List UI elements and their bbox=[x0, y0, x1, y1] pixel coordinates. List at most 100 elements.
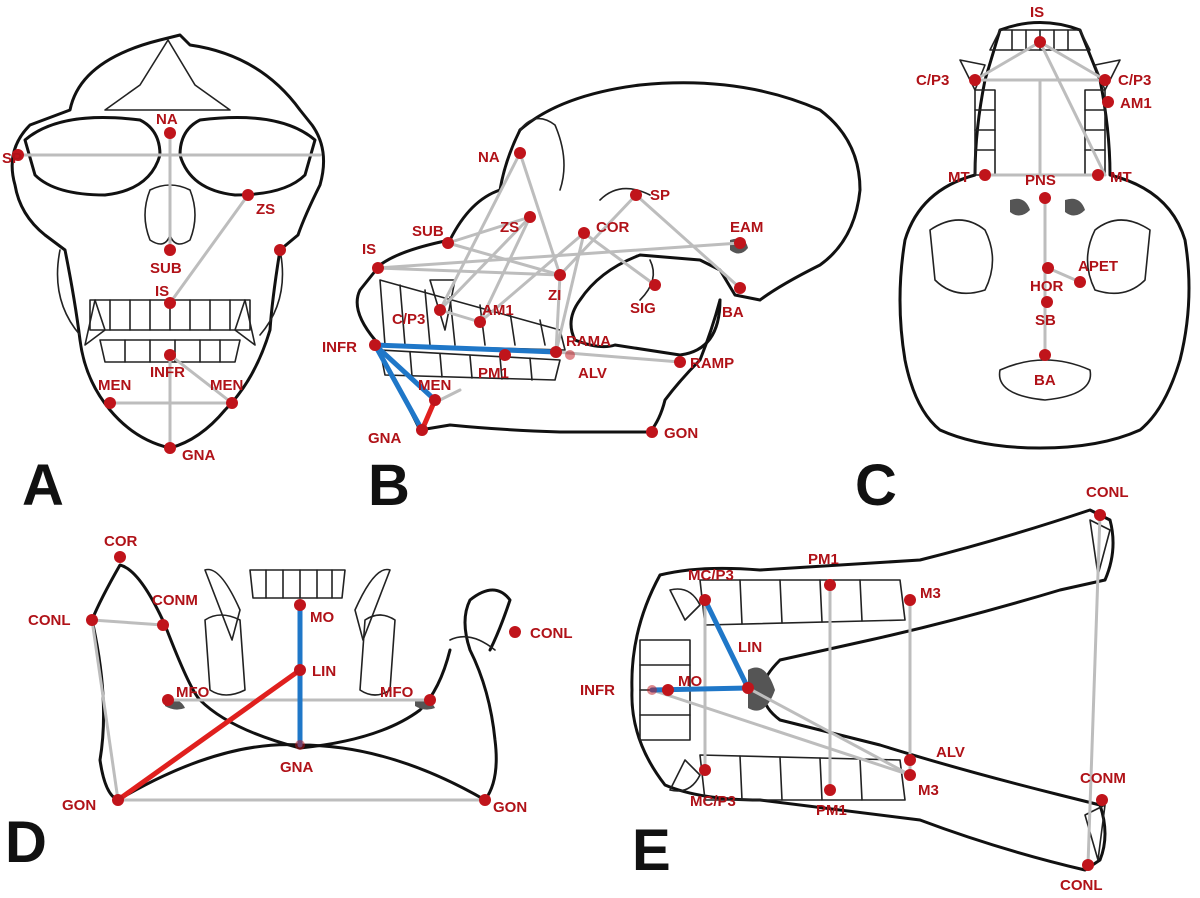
label-ba: BA bbox=[722, 304, 744, 321]
panel-label-c: C bbox=[855, 453, 897, 518]
landmark-sub bbox=[442, 237, 454, 249]
label-infr: INFR bbox=[580, 682, 615, 699]
label-conl-top: CONL bbox=[1086, 484, 1129, 501]
landmark-zs bbox=[242, 189, 254, 201]
landmark-is bbox=[164, 297, 176, 309]
label-alv: ALV bbox=[936, 744, 965, 761]
landmark-na bbox=[514, 147, 526, 159]
landmark-c-p3-right bbox=[1099, 74, 1111, 86]
landmark-rama bbox=[550, 346, 562, 358]
label-conm: CONM bbox=[152, 592, 198, 609]
landmark-mfo-right bbox=[424, 694, 436, 706]
landmark-cor bbox=[578, 227, 590, 239]
label-m3-bottom: M3 bbox=[918, 782, 939, 799]
landmark-gon bbox=[646, 426, 658, 438]
label-mo: MO bbox=[678, 673, 702, 690]
labels-d: COR CONM CONL MO CONL LIN MFO MFO GNA GO… bbox=[28, 533, 573, 816]
panel-c-skull-basal: IS C/P3 C/P3 AM1 MT PNS MT APET HOR SB B… bbox=[855, 4, 1191, 518]
label-men-left: MEN bbox=[98, 377, 131, 394]
label-am1: AM1 bbox=[1120, 95, 1152, 112]
label-hor: HOR bbox=[1030, 278, 1064, 295]
label-mt-right: MT bbox=[1110, 169, 1132, 186]
label-mfo-right: MFO bbox=[380, 684, 414, 701]
panel-b-skull-lateral: NA SP SUB ZS COR EAM IS ZI SIG BA AM1 C/… bbox=[322, 81, 862, 518]
label-infr: INFR bbox=[322, 339, 357, 356]
label-ba: BA bbox=[1034, 372, 1056, 389]
label-sp: SP bbox=[650, 187, 670, 204]
label-sub: SUB bbox=[150, 260, 182, 277]
landmark-conl-right bbox=[509, 626, 521, 638]
label-na: NA bbox=[156, 111, 178, 128]
landmark-alv bbox=[904, 754, 916, 766]
landmark-gna bbox=[416, 424, 428, 436]
label-gon-right: GON bbox=[493, 799, 527, 816]
label-mc-p3-bottom: MC/P3 bbox=[690, 793, 736, 810]
label-pns: PNS bbox=[1025, 172, 1056, 189]
label-pm1-top: PM1 bbox=[808, 551, 839, 568]
landmarks-c bbox=[969, 36, 1114, 361]
labels-e: CONL PM1 MC/P3 M3 LIN INFR MO ALV CONM M… bbox=[580, 484, 1129, 894]
landmark-conl-bottom bbox=[1082, 859, 1094, 871]
labels-c: IS C/P3 C/P3 AM1 MT PNS MT APET HOR SB B… bbox=[916, 4, 1152, 389]
landmark-gna bbox=[295, 740, 305, 750]
landmark-gna bbox=[164, 442, 176, 454]
landmarks-a bbox=[12, 127, 286, 454]
landmark-zs-lateral bbox=[274, 244, 286, 256]
landmark-pm1-bottom bbox=[824, 784, 836, 796]
landmark-lin bbox=[294, 664, 306, 676]
landmark-mc-p3-top bbox=[699, 594, 711, 606]
landmark-conl-left bbox=[86, 614, 98, 626]
label-is: IS bbox=[1030, 4, 1044, 21]
landmark-sp bbox=[12, 149, 24, 161]
landmark-alv bbox=[565, 350, 575, 360]
label-rama: RAMA bbox=[566, 333, 611, 350]
panel-label-d: D bbox=[5, 810, 47, 875]
label-cor: COR bbox=[596, 219, 630, 236]
landmark-hor bbox=[1042, 262, 1054, 274]
label-conl-left: CONL bbox=[28, 612, 71, 629]
label-apet: APET bbox=[1078, 258, 1118, 275]
label-pm1: PM1 bbox=[478, 365, 509, 382]
landmark-conm bbox=[1096, 794, 1108, 806]
label-lin: LIN bbox=[312, 663, 336, 680]
landmark-conl-top bbox=[1094, 509, 1106, 521]
landmark-ba bbox=[734, 282, 746, 294]
label-infr: INFR bbox=[150, 364, 185, 381]
landmark-sub bbox=[164, 244, 176, 256]
landmark-ba bbox=[1039, 349, 1051, 361]
landmarks-d bbox=[86, 551, 521, 806]
landmark-cor bbox=[114, 551, 126, 563]
label-conl-right: CONL bbox=[530, 625, 573, 642]
landmark-gon-right bbox=[479, 794, 491, 806]
label-am1: AM1 bbox=[482, 302, 514, 319]
landmark-sig bbox=[649, 279, 661, 291]
label-mc-p3-top: MC/P3 bbox=[688, 567, 734, 584]
landmark-ramp bbox=[674, 356, 686, 368]
landmark-pm1-top bbox=[824, 579, 836, 591]
landmark-is bbox=[1034, 36, 1046, 48]
landmark-mc-p3-bottom bbox=[699, 764, 711, 776]
landmark-m3-top bbox=[904, 594, 916, 606]
label-is: IS bbox=[362, 241, 376, 258]
panel-e-mandible-occlusal: CONL PM1 MC/P3 M3 LIN INFR MO ALV CONM M… bbox=[580, 484, 1129, 894]
panel-label-b: B bbox=[368, 453, 410, 518]
label-men: MEN bbox=[418, 377, 451, 394]
landmark-infr bbox=[164, 349, 176, 361]
panel-a-skull-frontal: NA SP ZS SUB IS INFR MEN MEN GNA A bbox=[2, 33, 326, 518]
landmark-na bbox=[164, 127, 176, 139]
landmark-c-p3-left bbox=[969, 74, 981, 86]
label-lin: LIN bbox=[738, 639, 762, 656]
label-pm1-bottom: PM1 bbox=[816, 802, 847, 819]
landmark-am1 bbox=[474, 316, 486, 328]
landmark-mo bbox=[294, 599, 306, 611]
panel-label-e: E bbox=[632, 818, 671, 883]
label-sub: SUB bbox=[412, 223, 444, 240]
landmark-infr bbox=[647, 685, 657, 695]
landmark-mt-left bbox=[979, 169, 991, 181]
label-sb: SB bbox=[1035, 312, 1056, 329]
landmark-is bbox=[372, 262, 384, 274]
landmark-pm1 bbox=[499, 349, 511, 361]
label-sp: SP bbox=[2, 150, 22, 167]
landmark-lin bbox=[742, 682, 754, 694]
label-is: IS bbox=[155, 283, 169, 300]
